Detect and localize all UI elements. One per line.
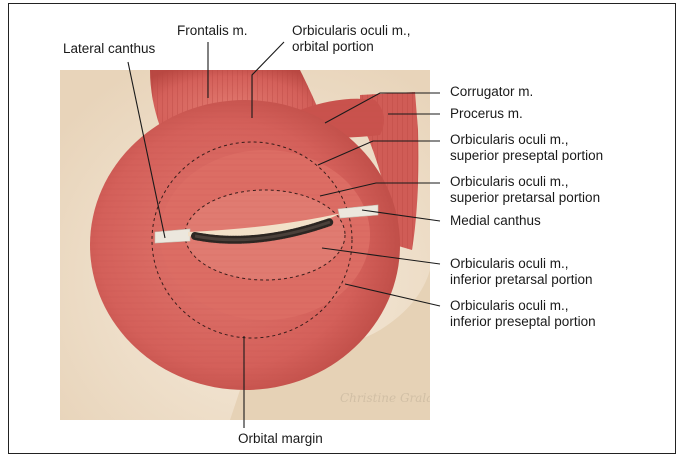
label-frontalis: Frontalis m. bbox=[177, 23, 248, 39]
label-inferior-preseptal: Orbicularis oculi m., inferior preseptal… bbox=[450, 298, 596, 330]
label-procerus: Procerus m. bbox=[450, 106, 523, 122]
label-orbital-portion: Orbicularis oculi m., orbital portion bbox=[292, 23, 411, 55]
label-superior-pretarsal: Orbicularis oculi m., superior pretarsal… bbox=[450, 174, 600, 206]
label-inferior-pretarsal: Orbicularis oculi m., inferior pretarsal… bbox=[450, 256, 593, 288]
label-lateral-canthus: Lateral canthus bbox=[63, 41, 155, 57]
label-orbital-margin: Orbital margin bbox=[238, 431, 323, 447]
artist-signature: Christine Gralapp bbox=[340, 391, 449, 405]
label-corrugator: Corrugator m. bbox=[450, 84, 533, 100]
label-medial-canthus: Medial canthus bbox=[450, 213, 541, 229]
label-superior-preseptal: Orbicularis oculi m., superior preseptal… bbox=[450, 132, 603, 164]
